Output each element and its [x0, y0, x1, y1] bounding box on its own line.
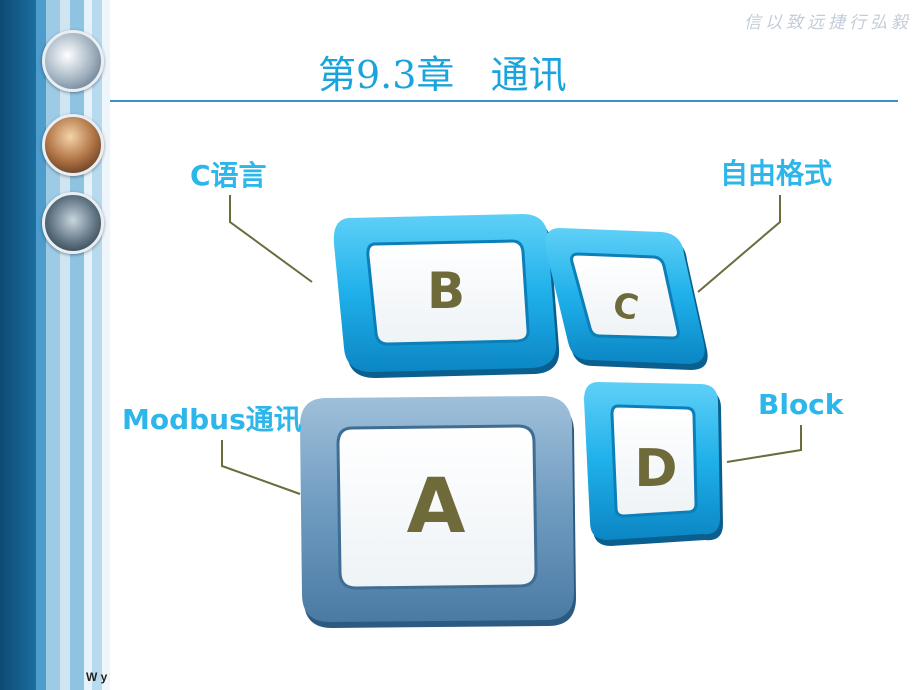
block-b [333, 214, 560, 378]
title-divider [110, 100, 898, 102]
block-a [300, 396, 576, 628]
label-free-format: 自由格式 [720, 157, 833, 190]
block-b-letter: B [427, 262, 465, 320]
page-title: 第9.3章 通讯 [318, 53, 567, 97]
leader-line-c-language [229, 195, 313, 283]
label-block: Block [758, 388, 844, 421]
leader-line-free-format [697, 195, 781, 293]
motto-text: 信以致远捷行弘毅 [744, 13, 912, 33]
leader-line-block [726, 425, 802, 463]
leader-line-modbus [221, 440, 301, 495]
footer-text: W y [86, 670, 108, 684]
label-modbus: Modbus通讯 [122, 403, 302, 436]
block-c [545, 228, 708, 370]
block-d-letter: D [634, 439, 677, 499]
block-d [584, 382, 723, 546]
block-a-letter: A [407, 461, 466, 550]
handshake-photo [42, 30, 104, 92]
label-c-language: C语言 [190, 159, 267, 192]
walking-people-photo [42, 192, 104, 254]
business-people-photo [42, 114, 104, 176]
